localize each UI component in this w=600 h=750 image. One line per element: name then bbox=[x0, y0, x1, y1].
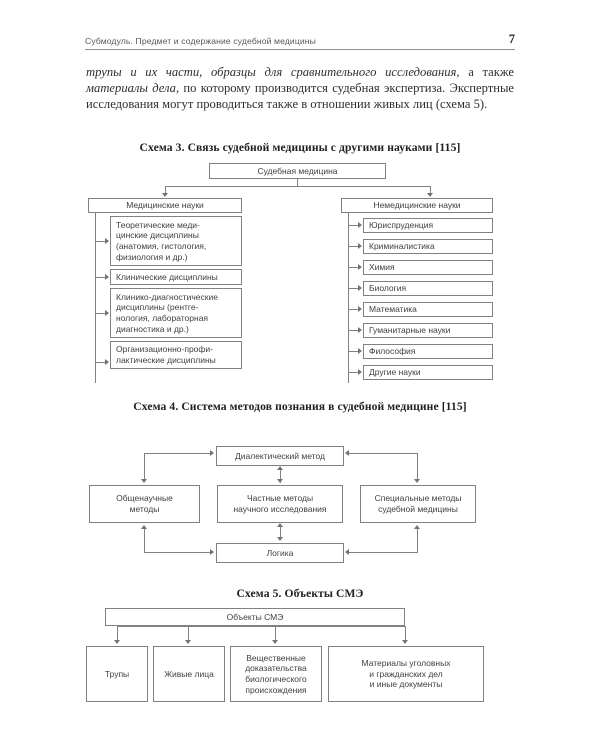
scheme3-left-item-2: Клинико-диагностические дисциплины (рент… bbox=[110, 288, 242, 338]
scheme3-right-arrow-3-icon bbox=[358, 285, 362, 291]
running-header: Субмодуль. Предмет и содержание судебной… bbox=[85, 33, 515, 50]
scheme5-drop-1 bbox=[188, 626, 190, 641]
scheme3-left-arrow-0-icon bbox=[105, 238, 109, 244]
scheme3-left-arrow-3-icon bbox=[105, 359, 109, 365]
scheme4-left-top-link bbox=[144, 453, 211, 455]
scheme3-right-arrow-7-icon bbox=[358, 369, 362, 375]
scheme4-right-bottom-link bbox=[349, 552, 418, 554]
scheme3-left-branch-header: Медицинские науки bbox=[88, 198, 242, 213]
scheme4-arrow-into-right-box-bottom-icon bbox=[414, 525, 420, 529]
scheme3-right-item-4: Математика bbox=[363, 302, 493, 317]
scheme3-right-drop bbox=[430, 186, 432, 195]
scheme3-left-trunk bbox=[95, 213, 97, 383]
scheme3-right-item-1: Криминалистика bbox=[363, 239, 493, 254]
scheme3-right-branch-header: Немедицинские науки bbox=[341, 198, 493, 213]
scheme5-arrowhead-2-icon bbox=[272, 640, 278, 644]
scheme3-right-connector-5 bbox=[348, 330, 359, 332]
scheme5-item-0: Трупы bbox=[86, 646, 148, 702]
scheme3-right-arrow-5-icon bbox=[358, 327, 362, 333]
scheme4-left-bottom-rise bbox=[144, 529, 146, 552]
scheme4-arrow-left-to-top-icon bbox=[210, 450, 214, 456]
scheme3-left-connector-1 bbox=[95, 277, 106, 279]
scheme3-right-connector-4 bbox=[348, 309, 359, 311]
scheme4-arrow-center-to-bottom-icon bbox=[277, 537, 283, 541]
scheme4-center-lower-line bbox=[280, 525, 282, 540]
scheme4-arrow-into-left-box-bottom-icon bbox=[141, 525, 147, 529]
scheme3-left-item-1: Клинические дисциплины bbox=[110, 269, 242, 285]
scheme3-left-connector-3 bbox=[95, 362, 106, 364]
scheme3-right-arrow-4-icon bbox=[358, 306, 362, 312]
scheme3-root-stem bbox=[297, 179, 299, 186]
scheme3-root-box: Судебная медицина bbox=[209, 163, 386, 179]
scheme3-right-item-0: Юриспруденция bbox=[363, 218, 493, 233]
scheme4-right-top-drop bbox=[417, 453, 419, 480]
scheme3-right-connector-1 bbox=[348, 246, 359, 248]
scheme5-caption: Схема 5. Объекты СМЭ bbox=[236, 587, 364, 600]
scheme3-caption: Схема 3. Связь судебной медицины с други… bbox=[139, 141, 461, 154]
scheme4-arrow-right-to-bottom-icon bbox=[345, 549, 349, 555]
scheme3-split-bar bbox=[165, 186, 430, 188]
scheme3-left-item-3: Организационно-профи- лактические дисцип… bbox=[110, 341, 242, 369]
scheme3-right-connector-3 bbox=[348, 288, 359, 290]
scheme3-right-item-5: Гуманитарные науки bbox=[363, 323, 493, 338]
scheme3-right-item-6: Философия bbox=[363, 344, 493, 359]
scheme3-left-arrow-1-icon bbox=[105, 274, 109, 280]
body-paragraph: трупы и их части, образцы для сравнитель… bbox=[86, 65, 515, 112]
scheme3-right-arrow-0-icon bbox=[358, 222, 362, 228]
scheme5-item-1: Живые лица bbox=[153, 646, 225, 702]
scheme3-right-connector-0 bbox=[348, 225, 359, 227]
scheme3-left-connector-0 bbox=[95, 241, 106, 243]
scheme4-bottom-box: Логика bbox=[216, 543, 344, 563]
scheme3-left-item-0: Теоретические меди- цинские дисциплины (… bbox=[110, 216, 242, 266]
scheme5-arrowhead-1-icon bbox=[185, 640, 191, 644]
scheme3-right-trunk bbox=[348, 213, 350, 383]
scheme3-right-item-7: Другие науки bbox=[363, 365, 493, 380]
scheme4-top-box: Диалектический метод bbox=[216, 446, 344, 466]
scheme4-right-top-link bbox=[349, 453, 418, 455]
scheme5-item-3: Материалы уголовных и гражданских дел и … bbox=[328, 646, 484, 702]
scheme3-left-connector-2 bbox=[95, 313, 106, 315]
scheme3-right-item-3: Биология bbox=[363, 281, 493, 296]
scheme4-left-bottom-link bbox=[144, 552, 211, 554]
scheme3-right-connector-7 bbox=[348, 372, 359, 374]
scheme5-arrowhead-0-icon bbox=[114, 640, 120, 644]
scheme5-distribution-bar bbox=[117, 626, 406, 628]
scheme3-right-item-2: Химия bbox=[363, 260, 493, 275]
scheme4-caption: Схема 4. Система методов познания в суде… bbox=[133, 400, 467, 413]
scheme4-center-upper-line bbox=[280, 468, 282, 483]
scheme3-left-arrowhead-icon bbox=[162, 193, 168, 197]
scheme4-arrow-bottom-to-center-icon bbox=[277, 523, 283, 527]
scheme4-arrow-into-right-box-icon bbox=[414, 479, 420, 483]
scheme5-item-2: Вещественные доказательства биологическо… bbox=[230, 646, 322, 702]
scheme4-arrow-into-left-box-icon bbox=[141, 479, 147, 483]
scheme4-right-bottom-rise bbox=[417, 529, 419, 552]
scheme5-drop-2 bbox=[275, 626, 277, 641]
page-number: 7 bbox=[508, 32, 515, 46]
scheme5-drop-3 bbox=[405, 626, 407, 641]
scheme4-left-box: Общенаучные методы bbox=[89, 485, 200, 523]
scheme4-center-box: Частные методы научного исследования bbox=[217, 485, 343, 523]
scheme4-arrow-center-to-top-icon bbox=[277, 466, 283, 470]
scheme4-arrow-right-to-top-icon bbox=[345, 450, 349, 456]
scheme5-root-box: Объекты СМЭ bbox=[105, 608, 405, 626]
scheme3-right-arrow-6-icon bbox=[358, 348, 362, 354]
running-header-title: Субмодуль. Предмет и содержание судебной… bbox=[85, 35, 316, 46]
scheme5-arrowhead-3-icon bbox=[402, 640, 408, 644]
scheme3-left-drop bbox=[165, 186, 167, 195]
scheme4-left-top-drop bbox=[144, 453, 146, 480]
scheme3-left-arrow-2-icon bbox=[105, 310, 109, 316]
scheme4-arrow-top-to-center-icon bbox=[277, 479, 283, 483]
scheme3-right-connector-2 bbox=[348, 267, 359, 269]
scheme3-right-arrow-2-icon bbox=[358, 264, 362, 270]
scheme5-drop-0 bbox=[117, 626, 119, 641]
scheme4-right-box: Специальные методы судебной медицины bbox=[360, 485, 476, 523]
scheme3-right-connector-6 bbox=[348, 351, 359, 353]
scheme4-arrow-left-to-bottom-icon bbox=[210, 549, 214, 555]
scheme3-right-arrow-1-icon bbox=[358, 243, 362, 249]
scheme3-right-arrowhead-icon bbox=[427, 193, 433, 197]
